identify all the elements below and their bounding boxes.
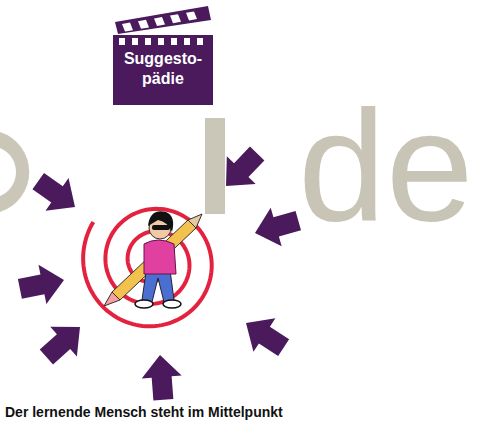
clapper-tick (184, 38, 190, 45)
spiral (83, 209, 212, 326)
clapper-tick (145, 38, 151, 45)
inward-arrow (140, 353, 183, 401)
inward-arrow (250, 201, 304, 252)
clapper-ticks (113, 37, 213, 47)
learner-figure (104, 211, 202, 308)
inward-arrow (16, 260, 68, 308)
clapper-tick (119, 38, 125, 45)
clapper-tick (132, 38, 138, 45)
watermark: de (298, 86, 474, 244)
clapper-arm (115, 6, 211, 34)
arrow-group (16, 140, 304, 402)
inward-arrow (27, 165, 87, 224)
inward-arrow (33, 312, 93, 372)
clapper-tick (197, 38, 203, 45)
clapper-tick (171, 38, 177, 45)
watermark-fragment (205, 118, 225, 214)
clapperboard: Suggesto- pädie (113, 35, 213, 105)
inward-arrow (235, 306, 295, 364)
board-title: Suggesto- pädie (117, 49, 209, 89)
clapper-tick (158, 38, 164, 45)
watermark-fragment (0, 132, 29, 212)
caption: Der lernende Mensch steht im Mittelpunkt (5, 404, 283, 420)
inward-arrow (212, 140, 272, 200)
